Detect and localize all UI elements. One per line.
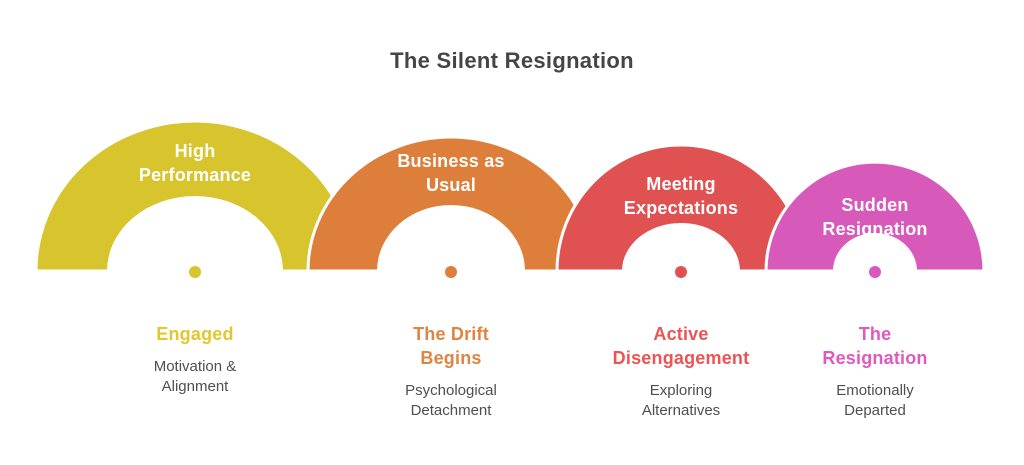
stage-column-drift-begins: The Drift Begins Psychological Detachmen… bbox=[341, 322, 561, 421]
stage-dot-engaged bbox=[189, 266, 201, 278]
arc-label-sudden-resignation: Sudden Resignation bbox=[822, 195, 928, 239]
arc-hole-business-as-usual bbox=[377, 205, 525, 271]
arc-hole-sudden-resignation bbox=[833, 233, 917, 271]
stage-column-active-disengagement: Active Disengagement Exploring Alternati… bbox=[571, 322, 791, 421]
page-title: The Silent Resignation bbox=[390, 48, 634, 73]
stage-title: The Drift Begins bbox=[413, 324, 489, 368]
stage-column-engaged: Engaged Motivation & Alignment bbox=[85, 322, 305, 397]
stage-column-the-resignation: The Resignation Emotionally Departed bbox=[765, 322, 985, 421]
stage-title: Engaged bbox=[156, 324, 234, 344]
stage-subtitle: Emotionally Departed bbox=[836, 382, 914, 419]
stage-dot-drift bbox=[445, 266, 457, 278]
stage-subtitle: Psychological Detachment bbox=[405, 382, 497, 419]
stage-dot-resignation bbox=[869, 266, 881, 278]
arc-label-meeting-expectations: Meeting Expectations bbox=[623, 174, 739, 218]
stage-subtitle: Exploring Alternatives bbox=[641, 382, 721, 419]
stage-subtitle: Motivation & Alignment bbox=[153, 358, 237, 395]
arc-label-high-performance: High Performance bbox=[138, 141, 252, 185]
arc-sudden-resignation bbox=[764, 160, 986, 273]
arc-label-business-as-usual: Business as Usual bbox=[397, 151, 505, 195]
arc-hole-high-performance bbox=[107, 196, 283, 271]
arc-hole-meeting-expectations bbox=[622, 223, 740, 271]
stage-title: The Resignation bbox=[822, 324, 928, 368]
stage-dot-disengagement bbox=[675, 266, 687, 278]
stage-title: Active Disengagement bbox=[612, 324, 750, 368]
